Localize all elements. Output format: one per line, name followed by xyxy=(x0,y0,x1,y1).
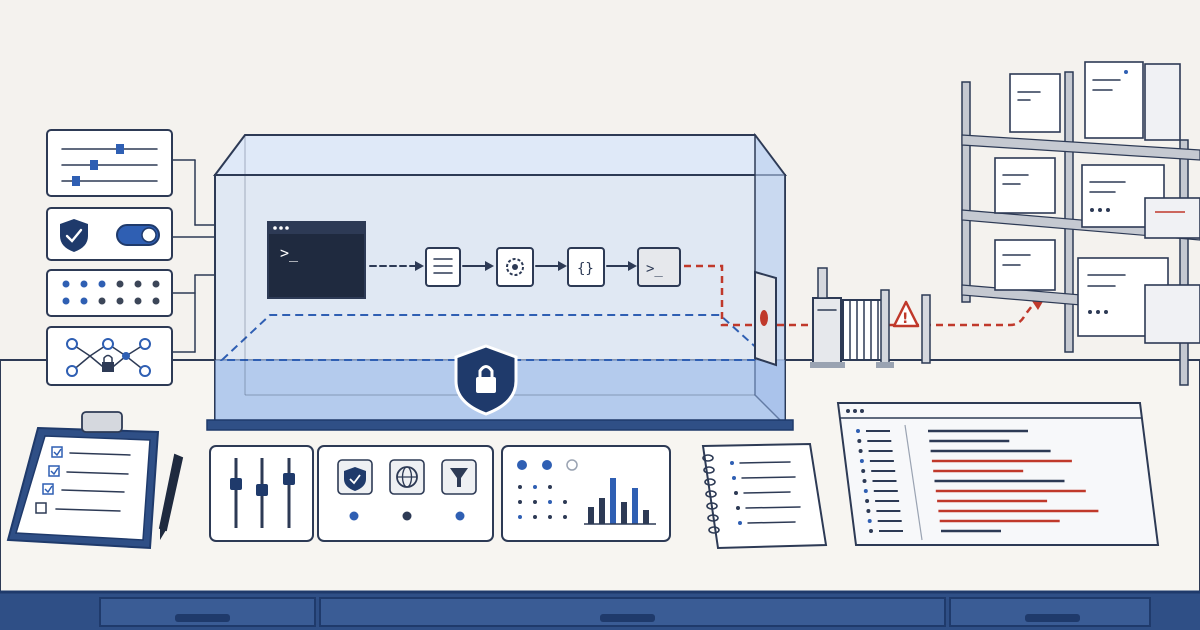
log-bullet xyxy=(861,469,866,473)
log-lines xyxy=(856,429,1099,533)
metrics-panel[interactable] xyxy=(501,445,671,542)
document-icon xyxy=(425,247,461,287)
log-bullet xyxy=(858,449,863,453)
terminal-window-icon: >_ xyxy=(267,221,366,299)
terminal-prompt: >_ xyxy=(280,244,299,262)
pipeline-prompt: >_ xyxy=(646,261,663,277)
log-bullet xyxy=(869,529,873,533)
warning-glyph: ! xyxy=(902,311,908,327)
chart-bar xyxy=(643,510,649,524)
shield-icon[interactable] xyxy=(337,459,373,495)
log-bullet xyxy=(866,509,871,513)
chart-bar xyxy=(599,498,605,524)
chart-bar xyxy=(632,488,638,524)
mixer-sliders-icon xyxy=(230,458,295,528)
log-bullet xyxy=(865,499,870,503)
dot-grid-card[interactable] xyxy=(46,269,173,317)
log-bullet xyxy=(856,429,860,433)
shield-toggle-card[interactable] xyxy=(46,207,173,261)
pen-icon xyxy=(158,453,184,540)
code-braces-icon: {} xyxy=(567,247,605,287)
clipboard-checklist-icon xyxy=(6,411,160,550)
server-rack-icon xyxy=(961,61,1200,386)
container-port xyxy=(754,270,777,367)
log-window-icon xyxy=(836,402,1160,546)
chart-bar xyxy=(621,502,627,524)
warning-icon: ! xyxy=(892,294,931,364)
gate-icon xyxy=(810,267,894,368)
bar-chart-icon xyxy=(584,478,656,525)
sliders-card[interactable] xyxy=(46,129,173,197)
gear-icon xyxy=(496,247,534,287)
log-bullet xyxy=(867,519,872,523)
terminal-prompt-icon: >_ xyxy=(637,247,681,287)
filter-icon[interactable] xyxy=(441,459,477,495)
execution-pipeline: >_ {} >_ xyxy=(267,221,681,299)
dot-matrix xyxy=(518,485,567,519)
chart-bar xyxy=(610,478,616,524)
sliders-icon xyxy=(61,144,158,186)
policy-panel[interactable] xyxy=(317,445,494,542)
shield-lock-icon xyxy=(454,344,518,416)
mixer-panel[interactable] xyxy=(209,445,314,542)
dot-grid-icon xyxy=(62,280,160,305)
notebook-icon xyxy=(701,442,828,550)
log-bullet xyxy=(859,459,864,463)
sandbox-container xyxy=(206,132,794,431)
log-bullet xyxy=(857,439,862,443)
log-bullet xyxy=(862,479,867,483)
code-glyph: {} xyxy=(577,261,594,277)
chart-bar xyxy=(588,507,594,524)
log-bullet xyxy=(863,489,868,493)
globe-icon[interactable] xyxy=(389,459,425,495)
shield-check-icon xyxy=(60,219,88,252)
toggle-switch-icon[interactable] xyxy=(116,224,160,246)
settings-panel xyxy=(46,129,216,386)
network-lock-card[interactable] xyxy=(46,326,173,386)
network-lock-icon xyxy=(66,338,151,377)
